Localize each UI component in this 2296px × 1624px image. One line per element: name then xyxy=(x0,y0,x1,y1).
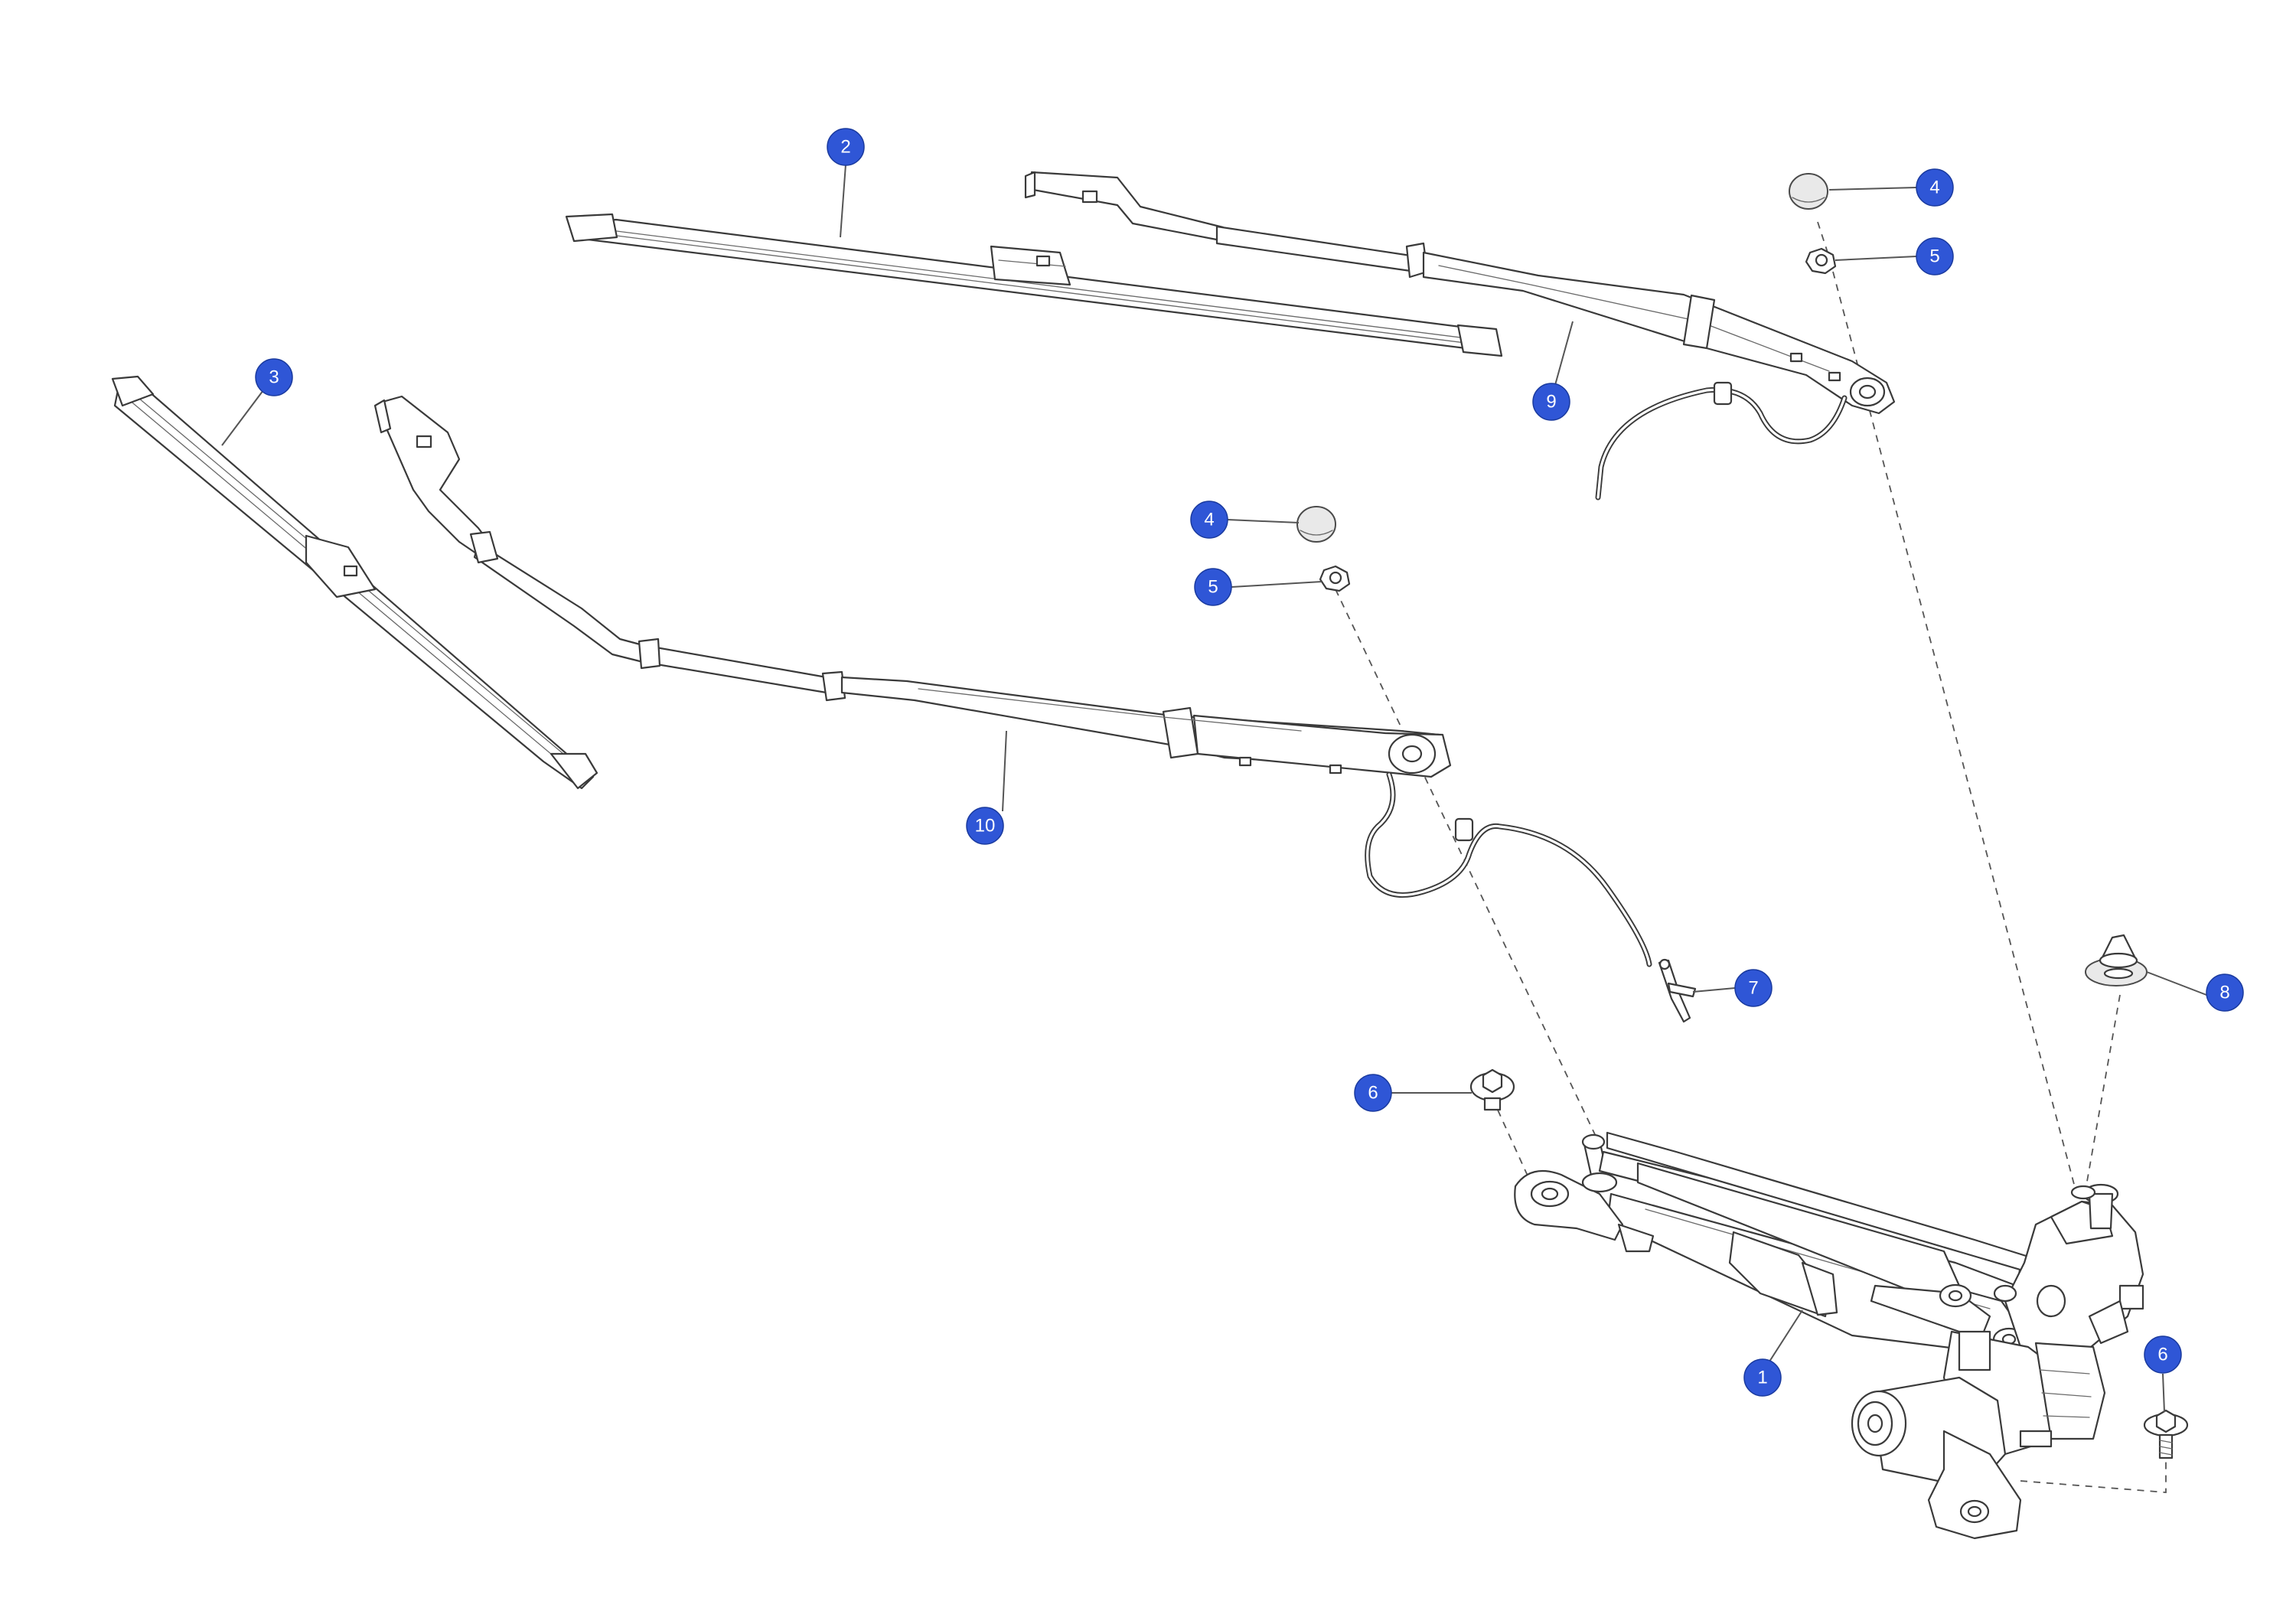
callout-9: 9 xyxy=(1532,383,1570,421)
wiper-blade-passenger xyxy=(565,213,1503,357)
callout-10-label: 10 xyxy=(975,816,996,836)
callout-5-lower-label: 5 xyxy=(1208,577,1218,598)
washer-hose-lower xyxy=(1365,771,1652,967)
callout-2: 2 xyxy=(827,128,865,166)
washer-hose-upper xyxy=(1595,381,1848,501)
callout-1: 1 xyxy=(1743,1358,1782,1397)
bolt-right xyxy=(2143,1409,2189,1459)
callout-4-lower-badge xyxy=(1190,501,1228,539)
callout-10: 10 xyxy=(966,807,1004,845)
callout-5-upper-label: 5 xyxy=(1929,246,1939,267)
callout-8: 8 xyxy=(2206,973,2244,1012)
callout-5-upper-badge xyxy=(1916,237,1954,276)
callout-1-label: 1 xyxy=(1757,1368,1767,1388)
wiper-arm-passenger xyxy=(1024,171,1896,415)
callout-7-badge xyxy=(1734,969,1773,1007)
wiper-motor-linkage xyxy=(1514,1131,2144,1540)
nut-upper xyxy=(1805,247,1837,275)
grommet xyxy=(2085,934,2148,986)
wiper-blade-driver xyxy=(111,375,598,790)
callout-9-badge xyxy=(1532,383,1570,421)
callout-6-left-badge xyxy=(1354,1074,1392,1112)
callout-5-lower-badge xyxy=(1194,568,1232,606)
callout-7-label: 7 xyxy=(1748,978,1758,999)
callout-6-right-badge xyxy=(2144,1335,2182,1374)
callout-7: 7 xyxy=(1734,969,1773,1007)
callout-4-upper-badge xyxy=(1916,168,1954,207)
callout-2-label: 2 xyxy=(840,137,850,158)
nut-cap-lower xyxy=(1296,506,1336,543)
callout-4-lower: 4 xyxy=(1190,501,1228,539)
callout-8-badge xyxy=(2206,973,2244,1012)
hose-connector xyxy=(1658,958,1697,1023)
callout-6-right-label: 6 xyxy=(2157,1345,2167,1365)
callout-6-left-label: 6 xyxy=(1368,1083,1378,1104)
callout-1-badge xyxy=(1743,1358,1782,1397)
callout-4-lower-label: 4 xyxy=(1204,510,1214,530)
callout-4-upper-label: 4 xyxy=(1929,178,1939,198)
nut-cap-upper xyxy=(1789,173,1828,210)
callout-3-label: 3 xyxy=(269,367,279,388)
bolt-left xyxy=(1469,1068,1515,1111)
callout-10-badge xyxy=(966,807,1004,845)
wiper-arm-driver xyxy=(373,395,1452,778)
callout-6-right: 6 xyxy=(2144,1335,2182,1374)
callout-3-badge xyxy=(255,358,293,396)
nut-lower xyxy=(1319,565,1351,592)
assembly-guide-lines xyxy=(1335,221,2167,1493)
callout-5-upper: 5 xyxy=(1916,237,1954,276)
callout-4-upper: 4 xyxy=(1916,168,1954,207)
callout-6-left: 6 xyxy=(1354,1074,1392,1112)
callout-8-label: 8 xyxy=(2219,983,2229,1003)
callout-3: 3 xyxy=(255,358,293,396)
callout-5-lower: 5 xyxy=(1194,568,1232,606)
callout-9-label: 9 xyxy=(1546,392,1556,413)
callout-2-badge xyxy=(827,128,865,166)
